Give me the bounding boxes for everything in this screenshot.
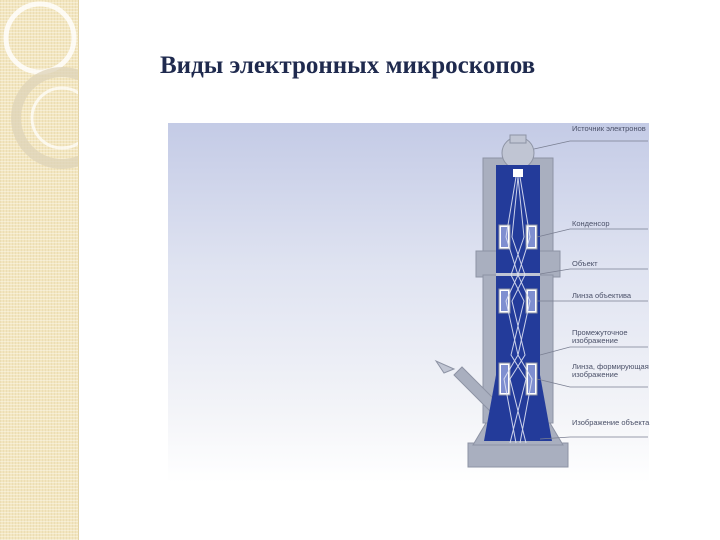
label-condenser: Конденсор [572,219,610,228]
label-projector-lens: Линза, формирующая изображение [572,362,649,379]
electron-microscope-diagram: Источник электронов Конденсор Объект Лин… [168,123,649,483]
decorative-circles [3,1,78,169]
label-object-image: Изображение объекта [572,418,650,427]
leader-lines [533,140,648,440]
microscope-cross-section [434,134,648,468]
viewing-port-arrow [434,359,456,374]
label-electron-source: Источник электронов [572,124,646,133]
slide-title: Виды электронных микроскопов [160,52,536,79]
label-objective-lens: Линза объектива [572,291,632,300]
label-intermediate-image: Промежуточное изображение [572,328,628,345]
electron-beam-paths [503,176,533,444]
decorative-side-strip [0,0,79,540]
label-object: Объект [572,259,598,268]
